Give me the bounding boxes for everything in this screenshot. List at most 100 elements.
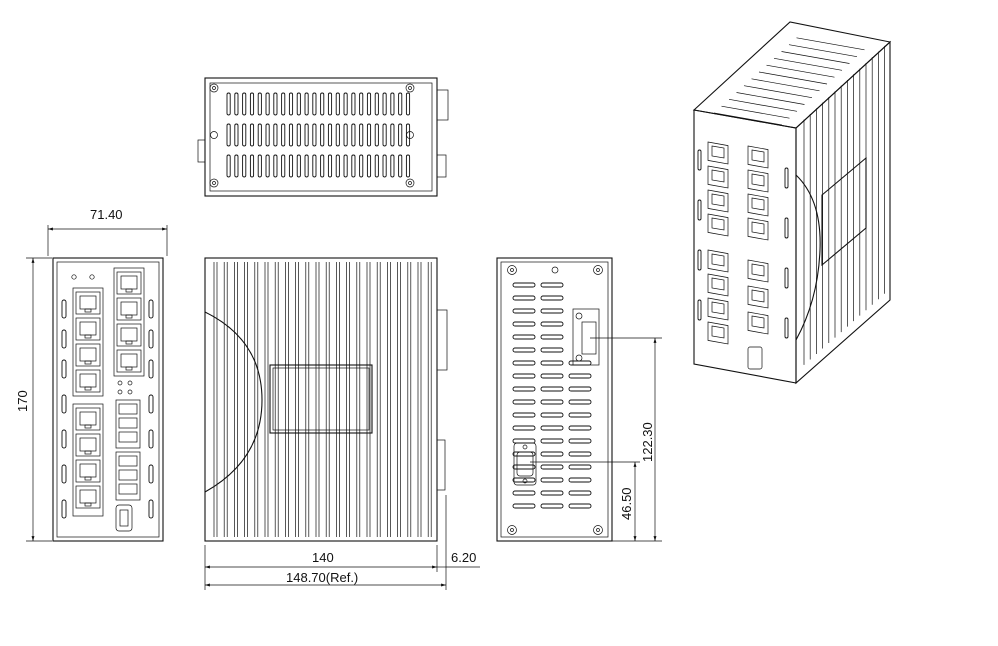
height-dimension: 170 bbox=[15, 257, 52, 542]
rj45-socket bbox=[79, 463, 97, 478]
vent-slot bbox=[312, 92, 317, 116]
vent-slot bbox=[512, 295, 536, 301]
vent-slot bbox=[312, 123, 317, 147]
vent-slot bbox=[512, 282, 536, 288]
top-vent bbox=[736, 92, 805, 105]
vent-slot bbox=[568, 399, 592, 405]
vent-slot bbox=[512, 412, 536, 418]
side-slot bbox=[148, 499, 154, 519]
upper-connector-height-label: 122.30 bbox=[640, 422, 655, 462]
vent-slot bbox=[304, 123, 309, 147]
vent-slot bbox=[304, 92, 309, 116]
vent-slot bbox=[512, 490, 536, 496]
side-slot bbox=[784, 267, 789, 289]
side-slot bbox=[697, 149, 702, 171]
port-block bbox=[113, 267, 145, 377]
vent-slot bbox=[351, 123, 356, 147]
vent-slot bbox=[540, 412, 564, 418]
total-length-label: 148.70(Ref.) bbox=[286, 570, 358, 585]
vent-slot bbox=[568, 373, 592, 379]
vent-slot bbox=[512, 347, 536, 353]
vent-slot bbox=[351, 92, 356, 116]
iso-rj45-socket bbox=[711, 301, 725, 315]
vent-slot bbox=[226, 154, 231, 178]
vent-slot bbox=[327, 92, 333, 116]
vent-slot bbox=[374, 92, 379, 116]
vent-slot bbox=[335, 92, 340, 116]
iso-rj45-port bbox=[747, 311, 769, 335]
iso-rj45-socket bbox=[751, 149, 765, 163]
vent-slot bbox=[312, 154, 317, 178]
protrusion-label: 6.20 bbox=[451, 550, 476, 565]
vent-slot bbox=[265, 154, 270, 178]
vent-slot bbox=[327, 154, 333, 178]
top-vent bbox=[721, 105, 790, 119]
isometric-view bbox=[692, 21, 892, 385]
vent-slot bbox=[281, 123, 286, 147]
sfp-slot bbox=[118, 417, 138, 429]
rj45-latch bbox=[84, 386, 92, 391]
top-vent bbox=[751, 78, 820, 92]
vent-slot bbox=[320, 123, 325, 147]
vent-slot bbox=[512, 308, 536, 314]
vent-slot bbox=[257, 92, 262, 116]
vent-slot bbox=[320, 92, 325, 116]
vent-slot bbox=[540, 373, 564, 379]
vent-slot bbox=[366, 123, 372, 147]
front-view bbox=[52, 257, 164, 542]
rj45-socket bbox=[79, 373, 97, 388]
vent-slot bbox=[281, 92, 286, 116]
vent-slot bbox=[234, 123, 239, 147]
vent-slot bbox=[512, 360, 536, 366]
vent-slot bbox=[540, 386, 564, 392]
vent-slot bbox=[273, 123, 278, 147]
top-vent bbox=[766, 64, 835, 78]
rj45-socket bbox=[79, 347, 97, 362]
vent-slot bbox=[390, 154, 395, 178]
vent-slot bbox=[343, 154, 348, 178]
top-view bbox=[197, 77, 449, 197]
vent-slot bbox=[405, 123, 411, 147]
iso-rj45-socket bbox=[751, 289, 765, 303]
top-vent bbox=[773, 57, 843, 71]
connector-dimensions: 122.30 46.50 bbox=[530, 337, 662, 542]
rj45-socket bbox=[79, 295, 97, 310]
iso-rj45-port bbox=[747, 145, 769, 169]
vent-slot bbox=[242, 92, 247, 116]
vent-slot bbox=[296, 154, 301, 178]
vent-slot bbox=[288, 123, 294, 147]
vent-slot bbox=[374, 154, 379, 178]
rj45-port bbox=[75, 291, 101, 315]
side-slot bbox=[61, 429, 67, 449]
rj45-port bbox=[75, 459, 101, 483]
top-vent bbox=[796, 37, 865, 51]
rj45-latch bbox=[84, 502, 92, 507]
vent-slot bbox=[512, 464, 536, 470]
vent-slot bbox=[540, 451, 564, 457]
iso-rj45-socket bbox=[711, 169, 725, 183]
vent-slot bbox=[226, 92, 231, 116]
side-slot bbox=[61, 394, 67, 414]
sfp-slot bbox=[118, 431, 138, 443]
iso-rj45-port bbox=[707, 249, 729, 273]
side-slot bbox=[61, 329, 67, 349]
vent-slot bbox=[351, 154, 356, 178]
rj45-port bbox=[75, 369, 101, 393]
iso-rj45-socket bbox=[711, 193, 725, 207]
rj45-latch bbox=[84, 308, 92, 313]
iso-rj45-socket bbox=[711, 217, 725, 231]
top-vent bbox=[788, 44, 858, 58]
rj45-socket bbox=[120, 301, 138, 316]
vent-slot bbox=[242, 154, 247, 178]
vent-slot bbox=[540, 503, 564, 509]
vent-slot bbox=[234, 92, 239, 116]
vent-slot bbox=[343, 123, 348, 147]
side-slot bbox=[697, 199, 702, 221]
vent-slot bbox=[296, 92, 301, 116]
vent-slot bbox=[540, 360, 564, 366]
vent-slot bbox=[568, 360, 592, 366]
vent-slot bbox=[512, 399, 536, 405]
rj45-socket bbox=[79, 437, 97, 452]
vent-slot bbox=[265, 123, 270, 147]
rj45-port bbox=[75, 485, 101, 509]
